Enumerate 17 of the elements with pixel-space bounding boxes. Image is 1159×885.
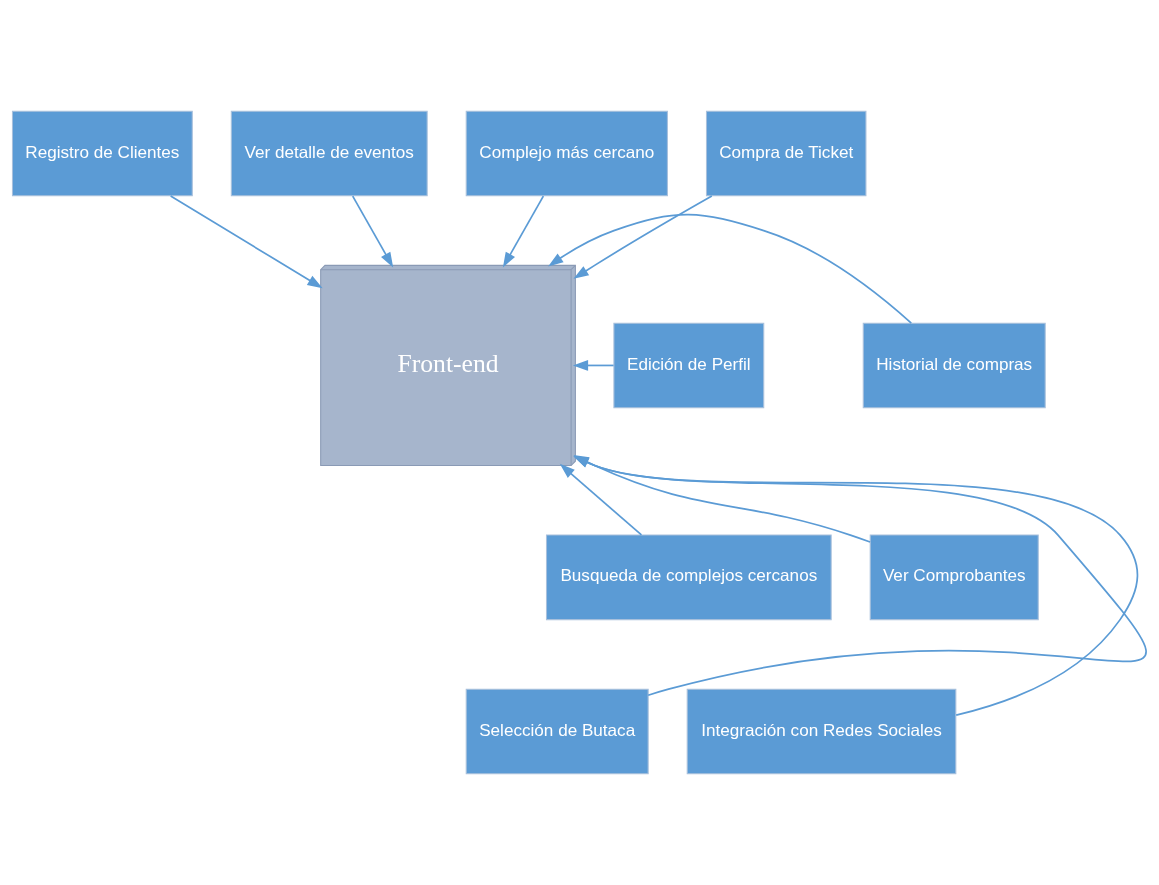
node-box: Selección de Butaca	[465, 688, 649, 775]
node-box: Registro de Clientes	[11, 110, 193, 197]
node-box: Edición de Perfil	[613, 322, 765, 409]
node-box: Integración con Redes Sociales	[686, 688, 957, 775]
node-box: Complejo más cercano	[465, 110, 668, 197]
node-box: Busqueda de complejos cercanos	[545, 534, 832, 621]
arrow	[559, 463, 643, 536]
node-box: Ver Comprobantes	[869, 534, 1039, 621]
arrow	[572, 360, 615, 371]
arrow	[351, 195, 394, 268]
arrow	[169, 195, 323, 289]
node-box: Historial de compras	[862, 322, 1046, 409]
arrow	[502, 195, 545, 268]
node-box: Compra de Ticket	[705, 110, 867, 197]
arrow	[573, 195, 713, 279]
node-box: Ver detalle de eventos	[230, 110, 428, 197]
arrow	[548, 213, 913, 324]
